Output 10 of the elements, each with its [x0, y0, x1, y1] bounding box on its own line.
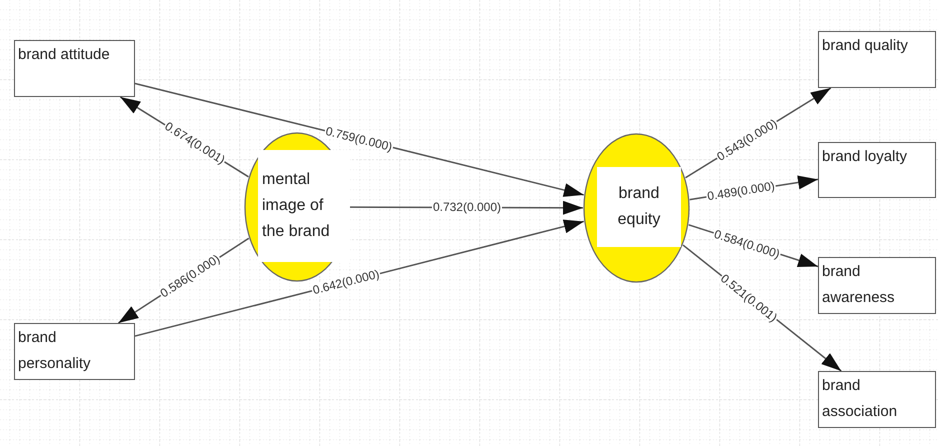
variable-box: brand personality — [14, 323, 135, 380]
variable-box: brand awareness — [818, 257, 936, 314]
latent-variable-ellipse — [583, 133, 690, 283]
variable-box: brand attitude — [14, 40, 135, 97]
node-label: brand equity — [616, 184, 662, 230]
variable-box: brand loyalty — [818, 142, 936, 198]
variable-box: brand association — [818, 371, 936, 428]
variable-box: brand quality — [818, 31, 936, 88]
node-label: mental image of the brand — [262, 170, 331, 242]
edge-label: 0.732(0.000) — [431, 201, 502, 214]
